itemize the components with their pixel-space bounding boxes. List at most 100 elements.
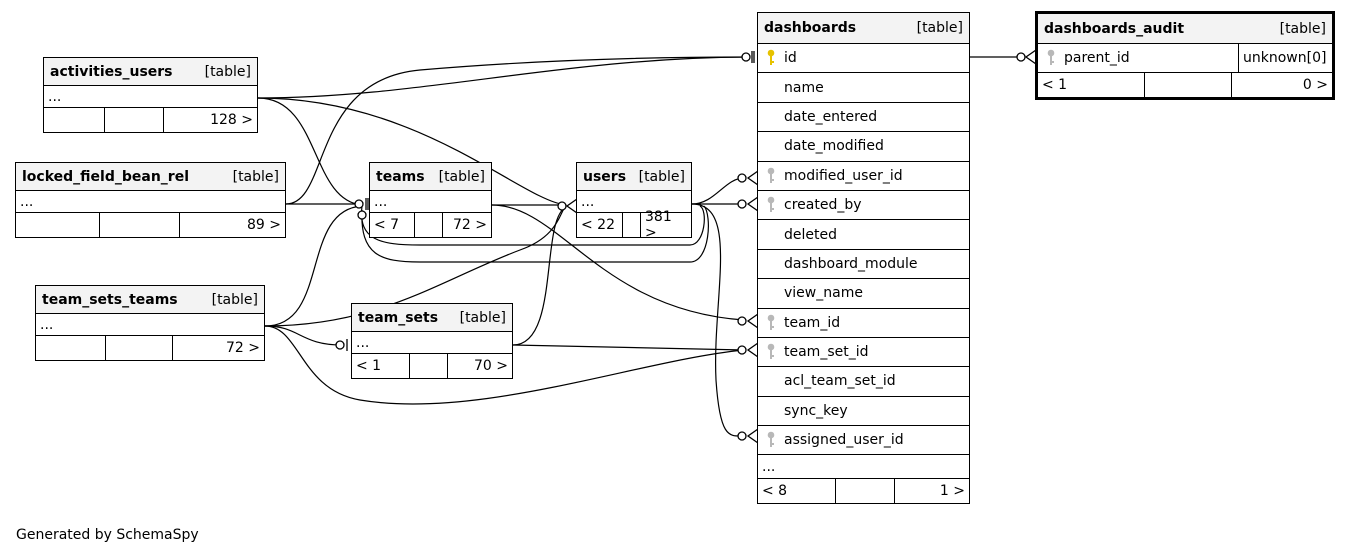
column-list: id name date_entered date_modified modified_… xyxy=(758,44,969,456)
column-row-date-entered[interactable]: date_entered xyxy=(758,103,969,133)
optional-marker xyxy=(737,173,747,183)
table-users[interactable]: users [table] ... < 22 381 > xyxy=(576,162,692,241)
columns-ellipsis: ... xyxy=(758,455,969,480)
footer-middle xyxy=(409,354,447,378)
table-header: teams [table] xyxy=(370,163,491,191)
table-name: dashboards_audit xyxy=(1044,20,1185,37)
footer-parents: < 1 xyxy=(1042,77,1068,93)
column-name: date_modified xyxy=(784,138,884,155)
footer-parents xyxy=(16,213,99,237)
columns-ellipsis: ... xyxy=(36,314,264,336)
column-row-parent-id[interactable]: parent_id unknown[0] xyxy=(1038,44,1332,73)
table-type: [table] xyxy=(916,20,963,36)
table-type: [table] xyxy=(1279,20,1326,37)
table-teams[interactable]: teams [table] ... < 7 72 > xyxy=(369,162,492,238)
table-team-sets-teams[interactable]: team_sets_teams [table] ... 72 > xyxy=(35,285,265,361)
edge-team-sets-to-team-set-id xyxy=(512,344,745,351)
one-bar-marker xyxy=(365,198,369,210)
edge-team-sets-teams-to-team-sets xyxy=(264,325,343,346)
footer-children: 128 > xyxy=(163,108,257,132)
column-name: deleted xyxy=(784,226,837,243)
footer-parents xyxy=(36,336,105,360)
footer-parents: < 1 xyxy=(356,358,382,374)
edge-activities-users-to-dashboards-id xyxy=(257,56,749,99)
primary-key-icon xyxy=(758,49,784,67)
column-row-modified-user-id[interactable]: modified_user_id xyxy=(758,162,969,191)
column-row-view-name[interactable]: view_name xyxy=(758,279,969,309)
columns-ellipsis: ... xyxy=(16,191,285,213)
foreign-key-icon xyxy=(1038,49,1064,67)
column-row-deleted[interactable]: deleted xyxy=(758,220,969,250)
edge-users-to-modified-user-id xyxy=(691,177,745,205)
column-row-assigned-user-id[interactable]: assigned_user_id xyxy=(758,426,969,456)
table-footer: 128 > xyxy=(44,108,257,132)
table-activities-users[interactable]: activities_users [table] ... 128 > xyxy=(43,57,258,133)
foreign-key-icon xyxy=(758,431,784,449)
footer-middle xyxy=(105,336,172,360)
footer-children: 0 > xyxy=(1231,73,1332,97)
column-row-created-by[interactable]: created_by xyxy=(758,191,969,221)
columns-ellipsis: ... xyxy=(352,332,512,354)
column-row-team-set-id[interactable]: team_set_id xyxy=(758,338,969,368)
column-row-sync-key[interactable]: sync_key xyxy=(758,397,969,427)
column-name: assigned_user_id xyxy=(784,432,904,449)
column-datatype: unknown[0] xyxy=(1238,44,1332,72)
table-footer: 89 > xyxy=(16,213,285,237)
footer-middle xyxy=(1144,73,1231,97)
column-name: dashboard_module xyxy=(784,255,918,272)
table-type: [table] xyxy=(459,309,506,326)
optional-marker xyxy=(557,201,567,211)
table-type: [table] xyxy=(211,291,258,308)
footer-middle xyxy=(104,108,163,132)
optional-marker xyxy=(737,345,747,355)
footer-children: 1 > xyxy=(894,479,969,504)
optional-marker xyxy=(737,316,747,326)
column-row-acl-team-set-id[interactable]: acl_team_set_id xyxy=(758,367,969,397)
column-name: created_by xyxy=(784,197,862,214)
footer-middle xyxy=(835,479,894,504)
column-name: view_name xyxy=(784,285,863,302)
foreign-key-icon xyxy=(758,196,784,214)
footer-parents: < 7 xyxy=(374,217,400,233)
table-header: locked_field_bean_rel [table] xyxy=(16,163,285,191)
table-name: team_sets xyxy=(358,309,439,326)
table-dashboards-audit[interactable]: dashboards_audit [table] parent_id unkno… xyxy=(1035,11,1335,100)
footer-middle xyxy=(622,213,640,237)
table-team-sets[interactable]: team_sets [table] ... < 1 70 > xyxy=(351,303,513,379)
column-name: team_id xyxy=(784,314,841,331)
optional-marker xyxy=(741,52,751,62)
columns-ellipsis: ... xyxy=(370,191,491,213)
footer-children: 381 > xyxy=(640,209,691,241)
optional-marker xyxy=(737,199,747,209)
table-name: activities_users xyxy=(50,63,173,80)
column-name: name xyxy=(784,79,824,96)
table-name: users xyxy=(583,168,627,185)
table-name: locked_field_bean_rel xyxy=(22,168,189,185)
table-header: users [table] xyxy=(577,163,691,191)
column-name: id xyxy=(784,50,797,67)
table-footer: < 1 70 > xyxy=(352,354,512,378)
column-row-name[interactable]: name xyxy=(758,73,969,103)
column-name: sync_key xyxy=(784,402,848,419)
optional-marker xyxy=(1016,52,1026,62)
table-header: team_sets_teams [table] xyxy=(36,286,264,314)
foreign-key-icon xyxy=(758,167,784,185)
table-header: team_sets [table] xyxy=(352,304,512,332)
column-row-team-id[interactable]: team_id xyxy=(758,309,969,338)
table-footer: < 7 72 > xyxy=(370,213,491,237)
table-name: team_sets_teams xyxy=(42,291,178,308)
column-name: parent_id xyxy=(1064,50,1130,66)
column-name: modified_user_id xyxy=(784,167,903,184)
footer-middle xyxy=(414,213,442,237)
column-row-id[interactable]: id xyxy=(758,44,969,74)
table-type: [table] xyxy=(232,168,279,185)
column-name: date_entered xyxy=(784,108,878,125)
column-name: team_set_id xyxy=(784,344,869,361)
table-name: dashboards xyxy=(764,20,857,36)
table-locked-field-bean-rel[interactable]: locked_field_bean_rel [table] ... 89 > xyxy=(15,162,286,238)
edge-users-to-assigned-user-id xyxy=(691,203,745,437)
edge-team-sets-to-users xyxy=(512,206,567,346)
column-row-date-modified[interactable]: date_modified xyxy=(758,132,969,162)
column-row-dashboard-module[interactable]: dashboard_module xyxy=(758,250,969,280)
